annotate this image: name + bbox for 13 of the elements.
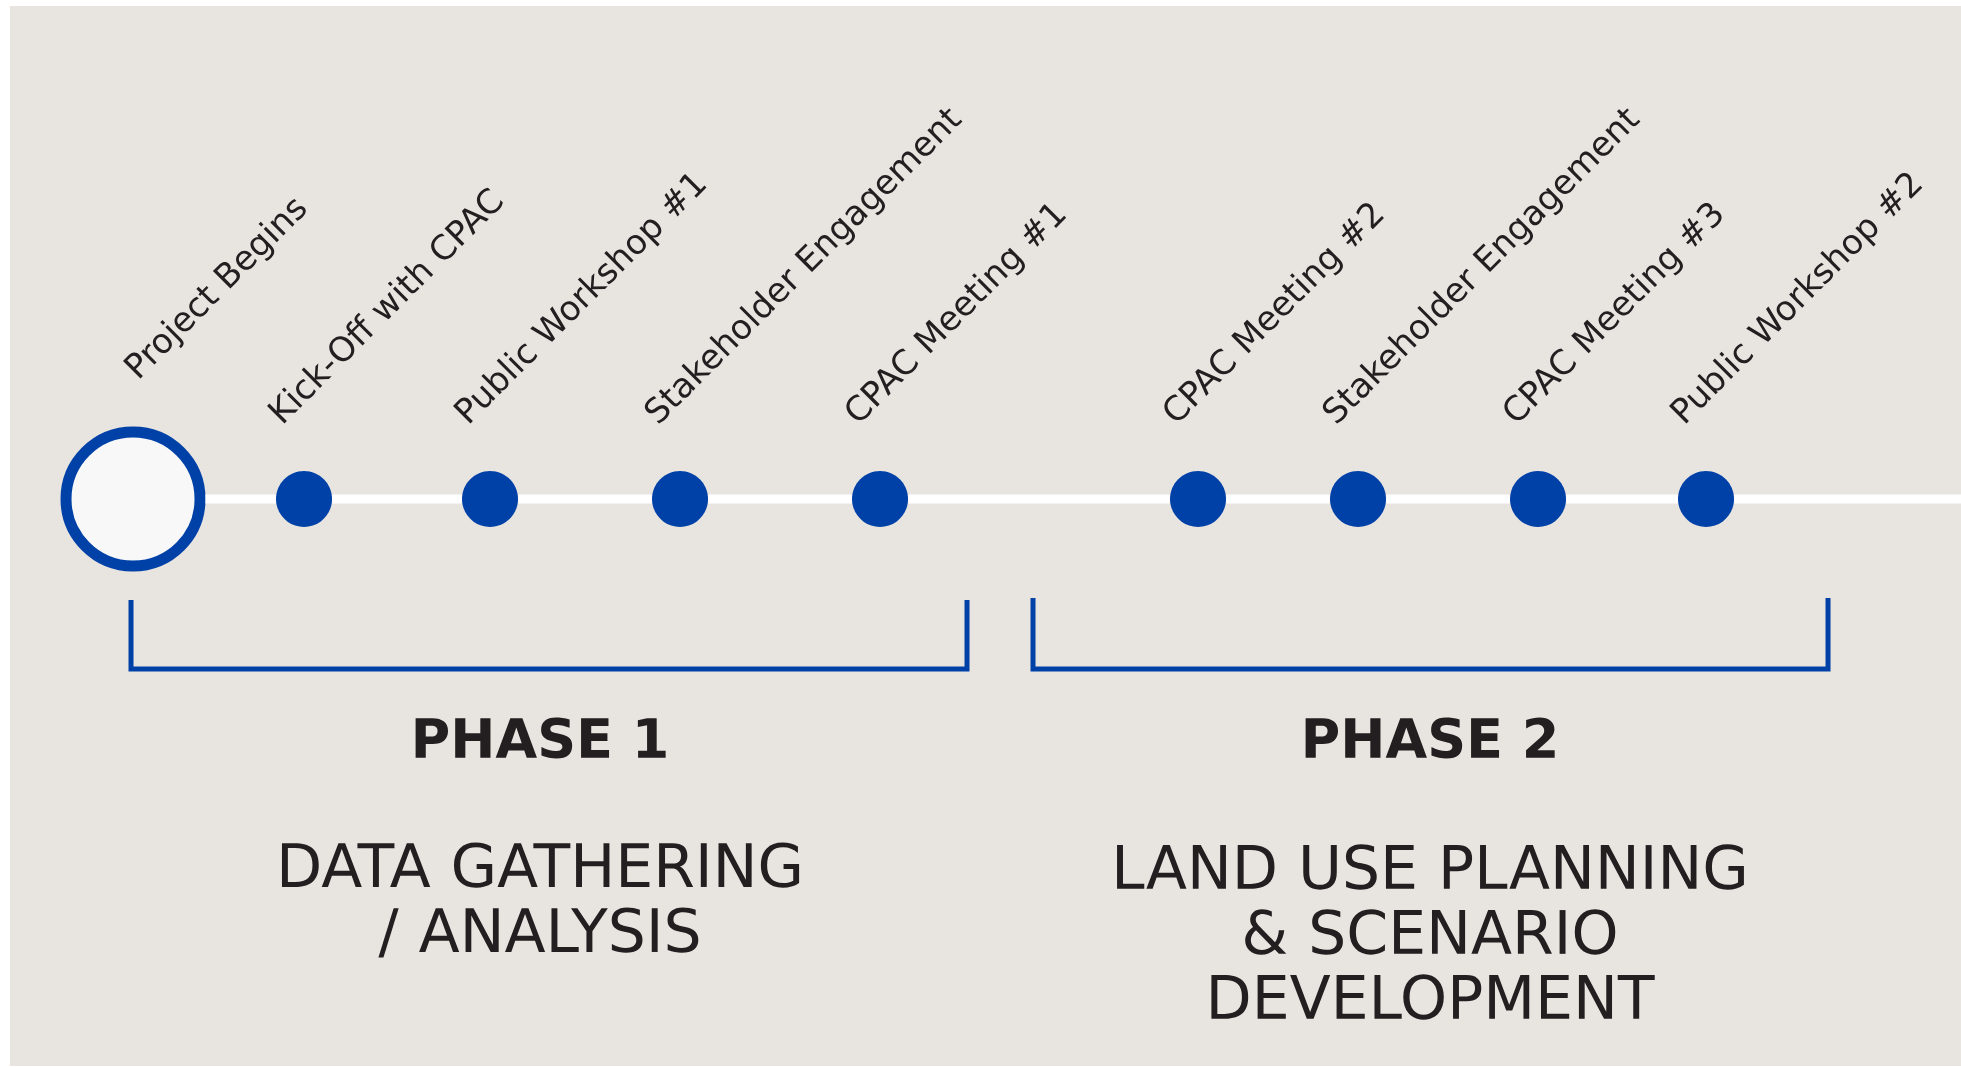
timeline-line: [1226, 494, 1330, 504]
timeline-line: [518, 494, 652, 504]
timeline-line: [332, 494, 462, 504]
timeline-line: [908, 494, 1170, 504]
timeline-line: [1734, 494, 1961, 504]
phase-heading: PHASE 1: [415, 717, 666, 759]
timeline-line: [708, 494, 852, 504]
phase-description: LAND USE PLANNING & SCENARIO DEVELOPMENT: [1117, 844, 1744, 1020]
timeline-line: [205, 494, 276, 504]
timeline-line: [1386, 494, 1510, 504]
phase-description: DATA GATHERING / ANALYSIS: [281, 842, 800, 958]
phase-heading: PHASE 2: [1305, 717, 1555, 759]
timeline-line: [1566, 494, 1678, 504]
